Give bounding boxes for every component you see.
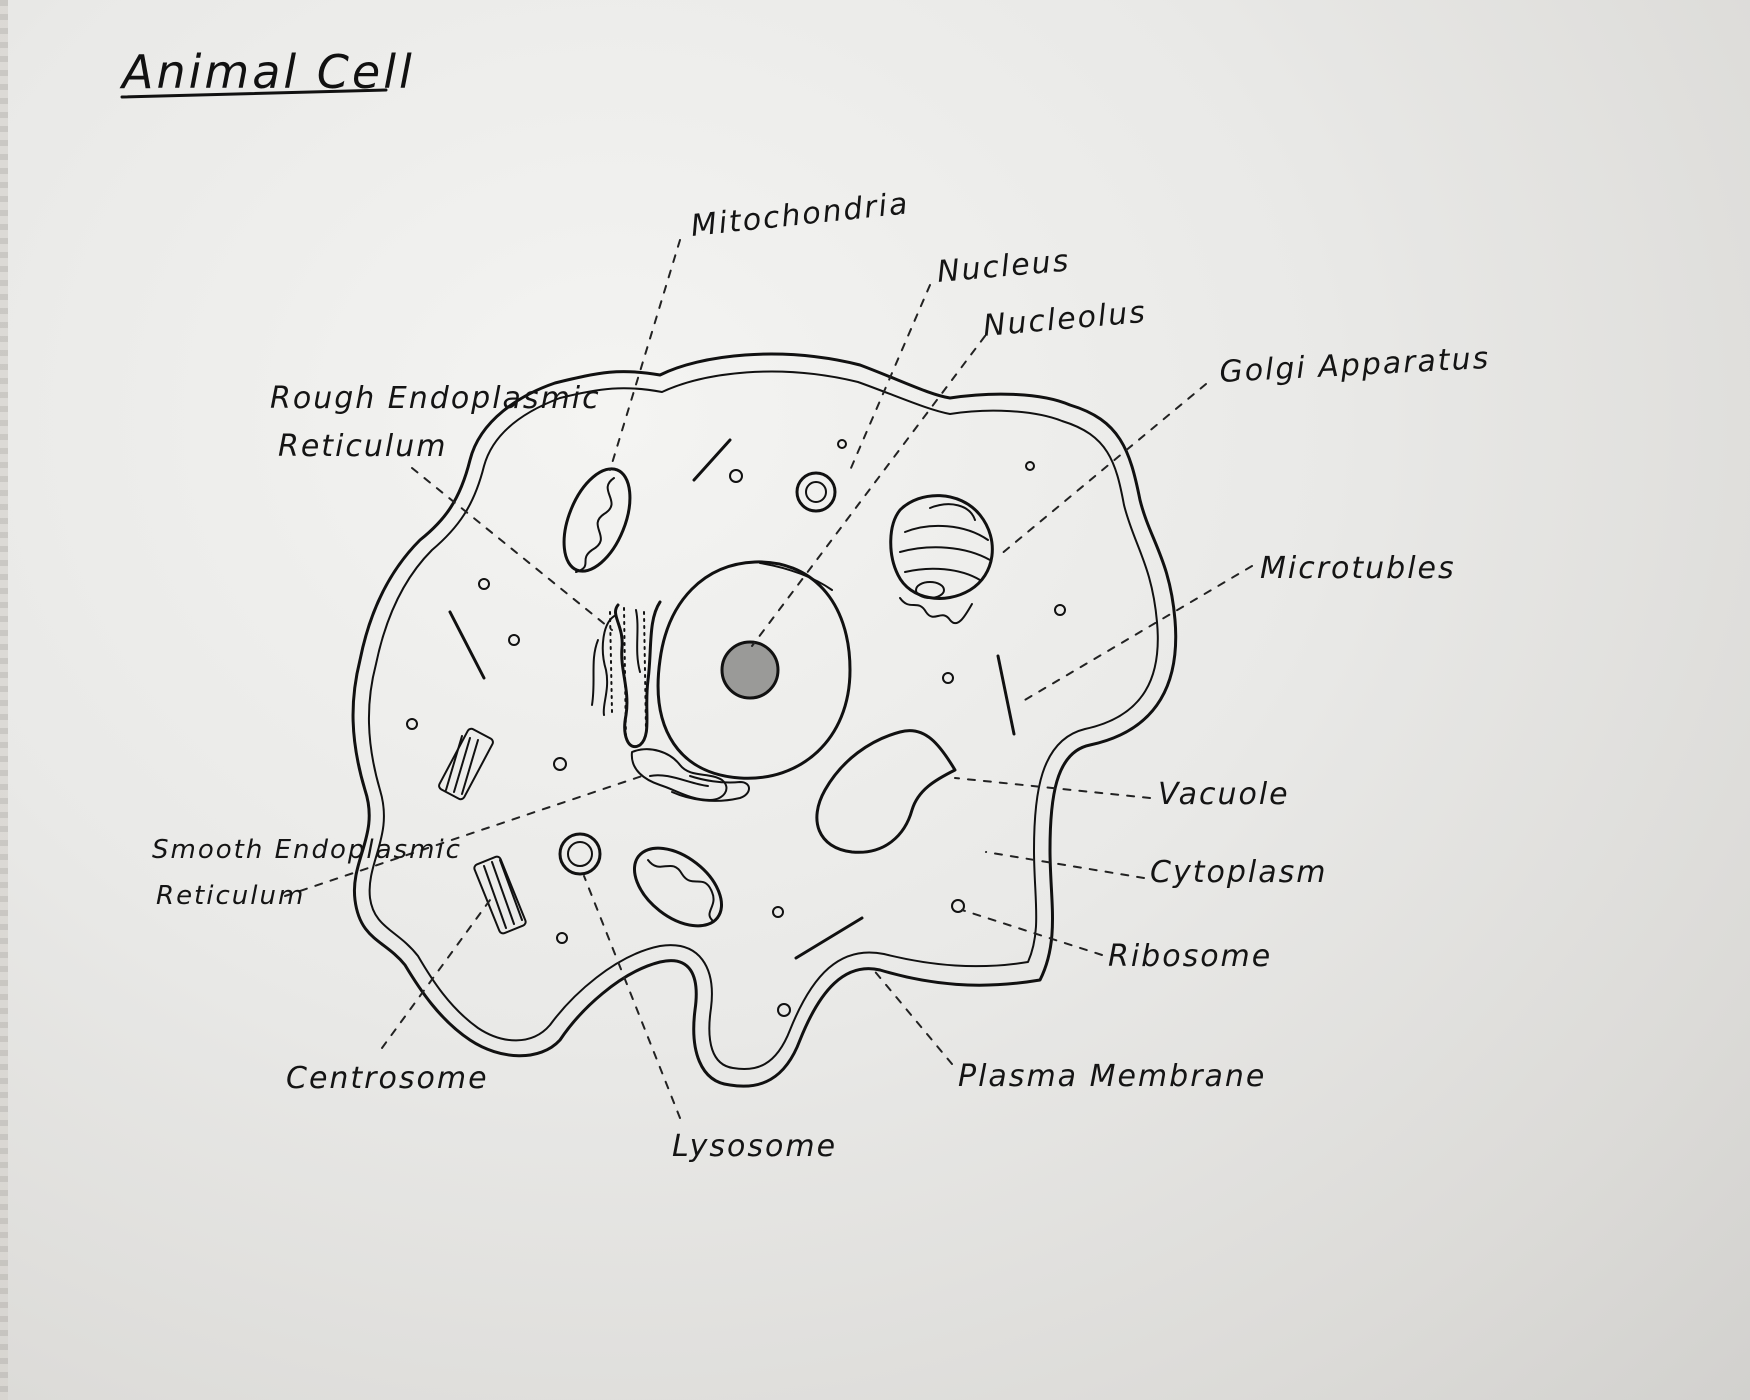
- lysosome: [558, 832, 602, 876]
- plasma-membrane-outer: [351, 352, 1178, 1088]
- golgi-cisterna-1: [929, 503, 976, 521]
- leader-plasma-membrane: [871, 967, 953, 1065]
- label-mitochondria: Mitochondria: [689, 186, 911, 244]
- centriole-upper-tubules: [445, 735, 479, 795]
- leader-nucleus: [847, 284, 931, 476]
- label-rough-er-line2: Reticulum: [278, 429, 447, 464]
- rough-er-fold-1: [601, 614, 617, 716]
- lysosome-upper-inner: [805, 481, 827, 503]
- mitochondria-lower: [632, 846, 724, 928]
- title-underline: [120, 88, 388, 99]
- diagram-title: Animal Cell: [119, 45, 412, 99]
- smooth-er-tube-2: [649, 774, 709, 787]
- centrosome: [473, 855, 527, 935]
- rough-er-fold-2: [591, 639, 599, 706]
- centrosome-tubules: [483, 859, 523, 929]
- leader-mitochondria: [609, 239, 681, 471]
- mitochondria-upper: [562, 467, 632, 573]
- leader-microtubles: [1017, 565, 1253, 705]
- label-cytoplasm: Cytoplasm: [1150, 855, 1327, 890]
- label-rough-er-line1: Rough Endoplasmic: [270, 381, 601, 416]
- golgi-cisterna-2: [904, 524, 989, 541]
- ribosome-dot: [556, 932, 568, 944]
- microtubules: [448, 438, 1016, 960]
- leader-nucleolus: [751, 335, 986, 647]
- microtubule-2: [448, 610, 486, 680]
- ribosome-dot: [729, 469, 743, 483]
- paper-torn-edge: [0, 0, 8, 1400]
- ribosome-dot: [553, 757, 567, 771]
- nucleus-pore-mark: [759, 562, 833, 591]
- golgi-outline: [889, 494, 994, 600]
- ribosome-dot: [508, 634, 520, 646]
- nucleolus: [720, 640, 780, 700]
- lysosome-upper: [795, 471, 837, 513]
- smooth-er-tube-3: [671, 775, 750, 802]
- mitochondrion-lower-membrane: [632, 846, 724, 928]
- label-lysosome: Lysosome: [672, 1129, 837, 1164]
- ribosome-dot: [1025, 461, 1035, 471]
- mitochondrion-membrane: [562, 467, 632, 573]
- plasma-membrane-inner: [367, 370, 1159, 1071]
- ribosomes: [406, 439, 1066, 1017]
- smooth-er-tube-1: [630, 748, 728, 801]
- mitochondrion-cristae: [575, 477, 615, 573]
- label-microtubles: Microtubles: [1260, 551, 1456, 586]
- labels: Mitochondria Nucleus Nucleolus Golgi App…: [152, 186, 1491, 1164]
- leader-lines: [284, 239, 1253, 1119]
- vacuole: [815, 729, 957, 854]
- golgi-cisterna-4: [904, 567, 981, 581]
- label-smooth-er-line2: Reticulum: [156, 881, 305, 911]
- microtubule-3: [996, 654, 1016, 736]
- rough-er-ribosome-dots: [609, 607, 647, 741]
- nucleus-envelope: [656, 560, 852, 780]
- rough-endoplasmic-reticulum: [591, 600, 662, 749]
- rough-er-membrane: [614, 600, 662, 749]
- lysosome-outer: [558, 832, 602, 876]
- centriole-upper-body: [438, 727, 494, 801]
- ribosome-dot: [406, 718, 418, 730]
- ribosome-dot: [837, 439, 847, 449]
- centrosome-body: [473, 855, 527, 935]
- golgi-vesicles: [899, 597, 973, 625]
- leader-vacuole: [954, 777, 1151, 799]
- microtubule-4: [794, 916, 864, 960]
- microtubule-1: [692, 438, 732, 482]
- ribosome-dot: [942, 672, 954, 684]
- label-centrosome: Centrosome: [286, 1061, 489, 1096]
- label-plasma-membrane: Plasma Membrane: [958, 1059, 1266, 1094]
- label-nucleus: Nucleus: [936, 243, 1072, 289]
- smooth-endoplasmic-reticulum: [630, 748, 750, 802]
- label-ribosome: Ribosome: [1108, 939, 1272, 974]
- label-vacuole: Vacuole: [1158, 777, 1290, 812]
- leader-rough-er: [411, 467, 613, 631]
- golgi-apparatus: [889, 494, 994, 625]
- leader-cytoplasm: [985, 851, 1145, 879]
- nucleus: [656, 560, 852, 780]
- label-smooth-er-line1: Smooth Endoplasmic: [152, 835, 462, 865]
- golgi-cisterna-3: [899, 546, 991, 561]
- lysosome-inner: [567, 841, 593, 867]
- rough-er-fold-3: [635, 609, 641, 673]
- mitochondrion-lower-cristae: [647, 859, 715, 921]
- centriole-upper: [438, 727, 494, 801]
- leader-golgi: [999, 383, 1207, 556]
- ribosome-dot: [478, 578, 490, 590]
- lysosome-upper-outer: [795, 471, 837, 513]
- ribosome-dot: [951, 899, 965, 913]
- leader-lysosome: [583, 875, 681, 1119]
- ribosome-dot: [772, 906, 784, 918]
- leader-smooth-er: [284, 773, 649, 897]
- golgi-vesicle: [915, 581, 945, 599]
- label-golgi-apparatus: Golgi Apparatus: [1219, 341, 1491, 390]
- ribosome-dot: [777, 1003, 791, 1017]
- ribosome-dot: [1054, 604, 1066, 616]
- label-nucleolus: Nucleolus: [982, 295, 1149, 344]
